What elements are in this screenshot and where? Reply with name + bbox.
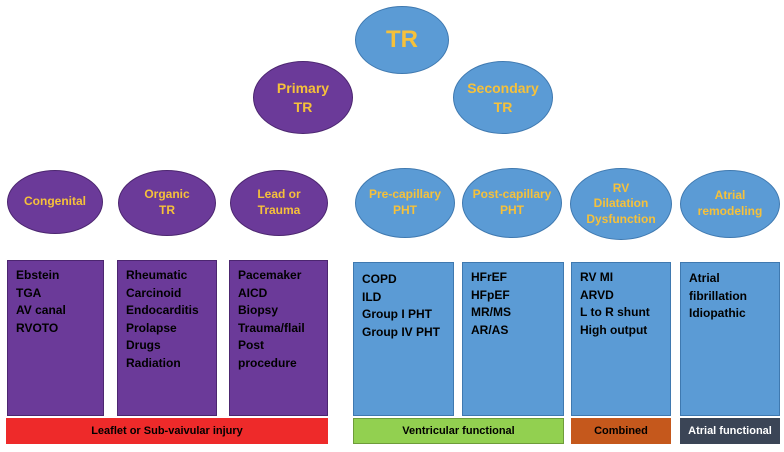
list-item: Group IV PHT xyxy=(362,324,440,339)
list-item: Biopsy xyxy=(238,303,279,318)
list-item: Group I PHT xyxy=(362,307,432,322)
category-node-rv-dilatation: RV Dilatation Dysfunction xyxy=(570,168,672,240)
category-node-congenital: Congenital xyxy=(7,170,103,234)
list-item: Radiation xyxy=(126,355,181,370)
list-item: AR/AS xyxy=(471,322,509,337)
bar-leaflet-injury: Leaflet or Sub-vaivular injury xyxy=(6,418,328,444)
list-item: Prolapse xyxy=(126,320,177,335)
items-box-atrial-remodeling: Atrial fibrillation Idiopathic xyxy=(680,262,780,416)
items-box-pre-capillary-pht: COPD ILD Group I PHT Group IV PHT xyxy=(353,262,454,416)
list-item: RVOTO xyxy=(16,320,59,335)
list-item: procedure xyxy=(238,355,297,370)
list-item: fibrillation xyxy=(689,288,747,303)
list-item: Rheumatic xyxy=(126,268,188,282)
list-item: ILD xyxy=(362,289,382,304)
items-box-organic-tr: Rheumatic Carcinoid Endocarditis Prolaps… xyxy=(117,260,217,416)
category-node-post-capillary-pht: Post-capillary PHT xyxy=(462,168,562,238)
category-node-atrial-remodeling: Atrial remodeling xyxy=(680,170,780,238)
list-item: Carcinoid xyxy=(126,285,182,300)
secondary-tr-node: Secondary TR xyxy=(453,61,553,134)
list-item: AV canal xyxy=(16,303,66,318)
list-item: Endocarditis xyxy=(126,303,199,318)
list-item: Atrial xyxy=(689,271,720,285)
bar-atrial-functional: Atrial functional xyxy=(680,418,780,444)
list-item: L to R shunt xyxy=(580,305,650,320)
list-item: Post xyxy=(238,338,265,353)
list-item: RV MI xyxy=(580,270,614,284)
primary-tr-node: Primary TR xyxy=(253,61,353,134)
list-item: Pacemaker xyxy=(238,268,302,282)
list-item: HFpEF xyxy=(471,287,510,302)
list-item: AICD xyxy=(238,285,268,300)
items-box-congenital: Ebstein TGA AV canal RVOTO xyxy=(7,260,104,416)
items-box-lead-or-trauma: Pacemaker AICD Biopsy Trauma/flail Post … xyxy=(229,260,328,416)
items-box-rv-dilatation: RV MI ARVD L to R shunt High output xyxy=(571,262,671,416)
category-node-pre-capillary-pht: Pre-capillary PHT xyxy=(355,168,455,238)
list-item: Trauma/flail xyxy=(238,320,305,335)
list-item: Drugs xyxy=(126,338,161,353)
items-box-post-capillary-pht: HFrEF HFpEF MR/MS AR/AS xyxy=(462,262,564,416)
list-item: Ebstein xyxy=(16,268,60,282)
list-item: COPD xyxy=(362,272,397,286)
list-item: TGA xyxy=(16,285,42,300)
list-item: MR/MS xyxy=(471,305,511,320)
tr-root-node: TR xyxy=(355,6,449,74)
list-item: High output xyxy=(580,322,648,337)
category-node-lead-or-trauma: Lead or Trauma xyxy=(230,170,328,236)
category-node-organic-tr: Organic TR xyxy=(118,170,216,236)
list-item: Idiopathic xyxy=(689,306,746,321)
list-item: HFrEF xyxy=(471,270,507,284)
list-item: ARVD xyxy=(580,287,614,302)
bar-combined: Combined xyxy=(571,418,671,444)
bar-ventricular-functional: Ventricular functional xyxy=(353,418,564,444)
